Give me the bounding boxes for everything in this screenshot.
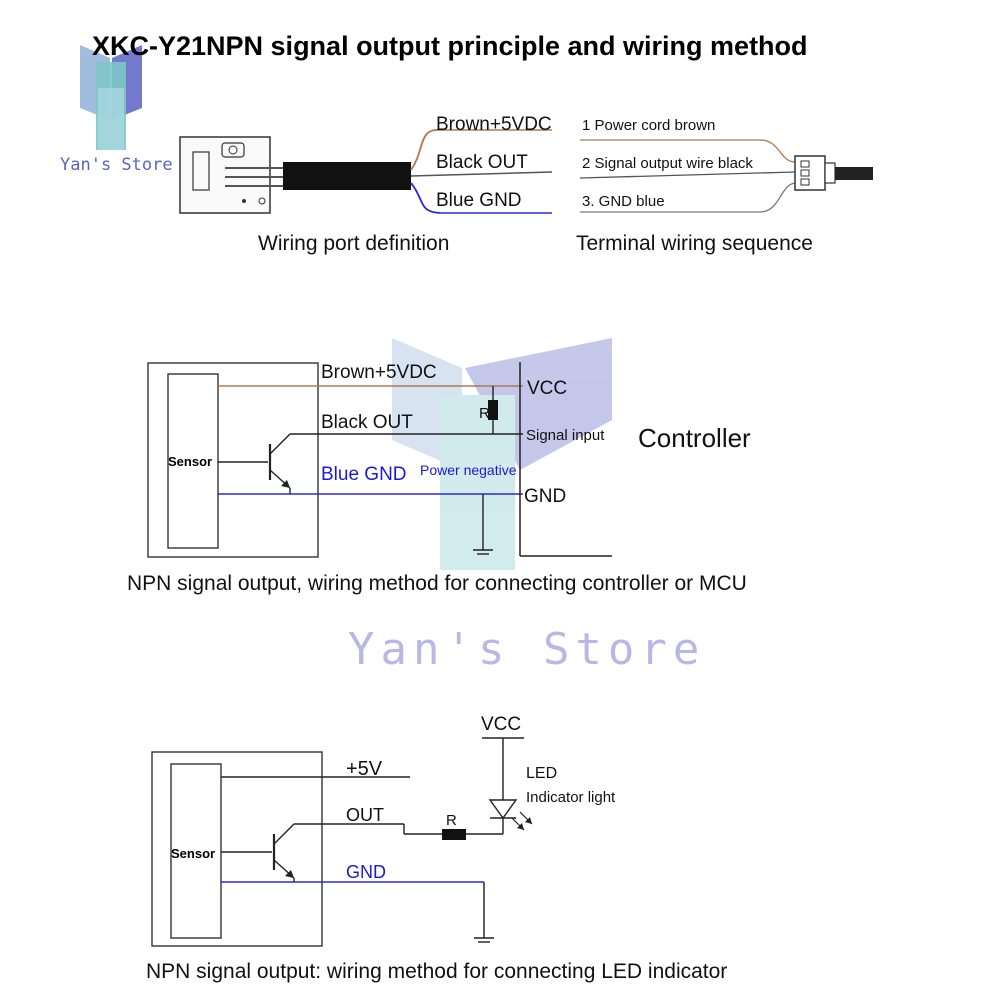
top-blue-label: Blue GND (436, 190, 522, 211)
store-logo: Yan's Store (60, 45, 173, 175)
mid-black-label: Black OUT (321, 412, 413, 433)
top-black-label: Black OUT (436, 152, 528, 173)
terminal-pin3: 3. GND blue (582, 193, 665, 210)
sensor-module (179, 136, 285, 214)
mid-gnd-label: GND (524, 486, 566, 507)
bot-indicator-label: Indicator light (526, 789, 616, 806)
bot-sensor-label: Sensor (171, 846, 215, 861)
sensor-cable (283, 129, 553, 214)
bot-vcc-label: VCC (481, 714, 521, 735)
mid-blue-label: Blue GND (321, 464, 407, 485)
terminal-pin1: 1 Power cord brown (582, 117, 715, 134)
bot-out-label: OUT (346, 805, 384, 825)
caption-led: NPN signal output: wiring method for con… (146, 960, 727, 983)
mid-sensor-label: Sensor (168, 454, 212, 469)
caption-terminal-sequence: Terminal wiring sequence (576, 232, 813, 255)
bot-5v-label: +5V (346, 758, 383, 780)
mid-signal-input-label: Signal input (526, 427, 605, 444)
caption-wiring-port: Wiring port definition (258, 232, 449, 255)
terminal-connector (579, 139, 873, 213)
watermark-logo (392, 338, 612, 570)
logo-text: Yan's Store (60, 155, 173, 175)
controller-circuit (147, 362, 612, 558)
bot-resistor-label: R (446, 812, 457, 829)
mid-vcc-label: VCC (527, 378, 567, 399)
bot-gnd-label: GND (346, 862, 386, 882)
caption-controller: NPN signal output, wiring method for con… (127, 572, 747, 595)
top-brown-label: Brown+5VDC (436, 114, 552, 135)
bot-led-label: LED (526, 765, 557, 782)
led-circuit (151, 737, 533, 947)
page-title: XKC-Y21NPN signal output principle and w… (92, 31, 808, 61)
mid-resistor-label: R (479, 405, 490, 422)
mid-power-negative-label: Power negative (420, 462, 517, 478)
mid-brown-label: Brown+5VDC (321, 362, 437, 383)
watermark-text: Yan's Store (348, 624, 705, 675)
terminal-pin2: 2 Signal output wire black (582, 155, 753, 172)
mid-controller-label: Controller (638, 423, 751, 453)
